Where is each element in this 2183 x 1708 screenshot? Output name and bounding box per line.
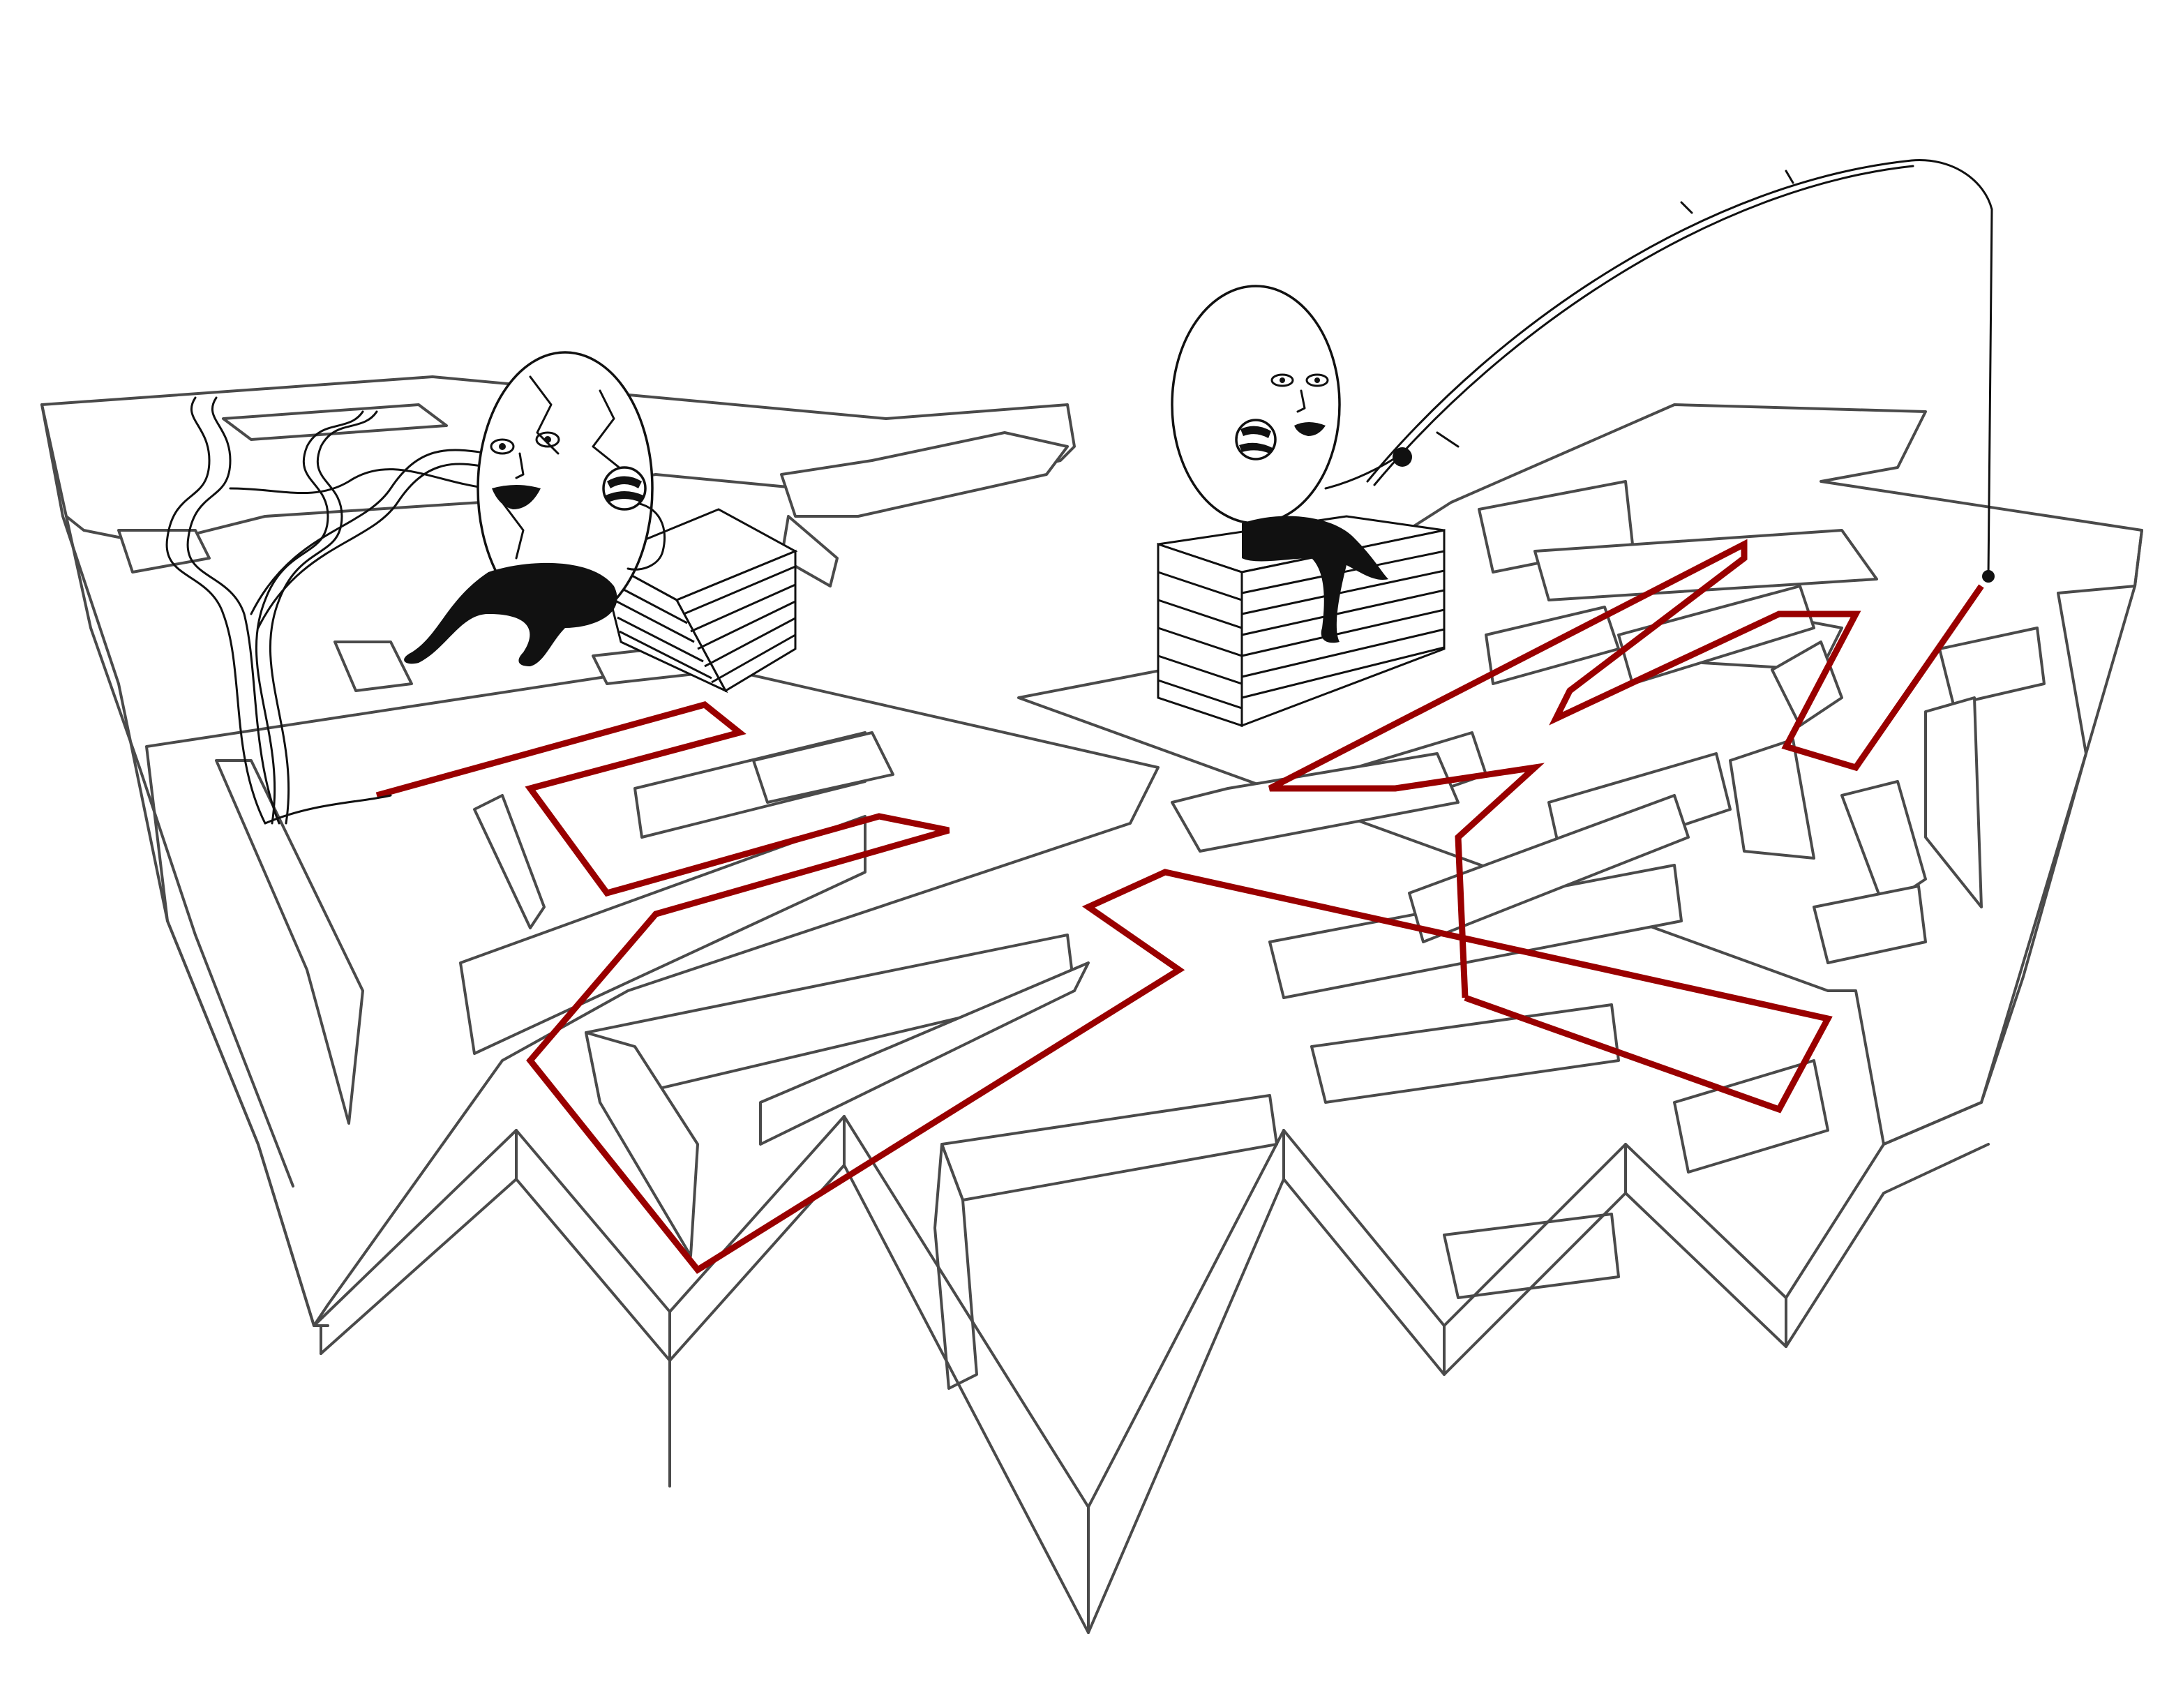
right-maze-wall-8 [1938, 627, 2046, 706]
right-egg-fist [1235, 419, 1277, 460]
right-brick-side [1240, 529, 1446, 728]
left-egg-legs [404, 562, 617, 666]
right-maze-wall-6 [1617, 585, 1815, 685]
right-maze-wall-17 [1310, 1003, 1620, 1104]
cracked-egg-character-icon [404, 351, 666, 666]
right-egg-body [1171, 285, 1341, 525]
front-zigzag-bottom [320, 1143, 1990, 1634]
right-brick-mortar [1157, 550, 1445, 710]
left-maze-wall-5 [333, 640, 413, 692]
left-maze-wall-14 [940, 1094, 1278, 1201]
left-maze-wall-2 [780, 431, 1069, 518]
egg-character-icon [1171, 159, 1993, 643]
solution-path-left-segment [375, 701, 1833, 1274]
left-maze-wall-16 [759, 961, 1090, 1146]
left-egg-crack-2 [592, 389, 629, 476]
left-maze-wall-13 [585, 1031, 699, 1257]
left-brick-wall [597, 508, 798, 694]
left-maze-left-face-inner [65, 515, 294, 1188]
right-maze-wall-19 [1443, 1213, 1620, 1299]
left-egg-mouth [492, 485, 541, 509]
right-maze-wall-9 [1924, 696, 1983, 908]
right-maze-right-face [1980, 529, 2143, 1104]
solution-path-right-segment [1268, 539, 1984, 998]
right-egg-eye-left [1270, 373, 1294, 387]
maze-front-face [313, 1101, 1990, 1634]
right-maze-block [1017, 403, 2143, 1299]
tentacle-growth-icon [165, 396, 490, 825]
fishing-line [1987, 208, 1993, 578]
solution-path [375, 208, 1995, 1274]
left-maze-wall-10 [752, 731, 894, 804]
right-egg-arm [1324, 452, 1404, 490]
right-brick-front [1157, 542, 1243, 728]
left-maze-wall-15 [933, 1143, 978, 1390]
left-maze-wall-11 [459, 815, 867, 1055]
right-maze-wall-7 [1771, 640, 1843, 727]
right-egg-mouth [1294, 422, 1326, 436]
left-maze-block [40, 375, 1278, 1390]
left-maze-wall-8 [473, 794, 546, 929]
left-maze-wall-1 [222, 403, 448, 441]
right-maze-wall-13 [1813, 885, 1927, 964]
right-brick-wall [1157, 515, 1446, 728]
right-maze-wall-10 [1729, 738, 1815, 860]
left-egg-eye-left [490, 438, 515, 455]
right-maze-wall-12 [1840, 780, 1927, 908]
right-egg-eye-right [1305, 373, 1329, 387]
left-egg-arm [627, 501, 666, 571]
right-egg-legs [1242, 516, 1388, 643]
striped-ball-icon [602, 466, 647, 511]
left-egg-eye-right [535, 431, 560, 448]
left-egg-crack-3 [501, 501, 525, 560]
left-brick-side [675, 549, 797, 693]
left-brick-mortar [610, 565, 796, 684]
fishing-rod-icon [1366, 159, 1993, 486]
